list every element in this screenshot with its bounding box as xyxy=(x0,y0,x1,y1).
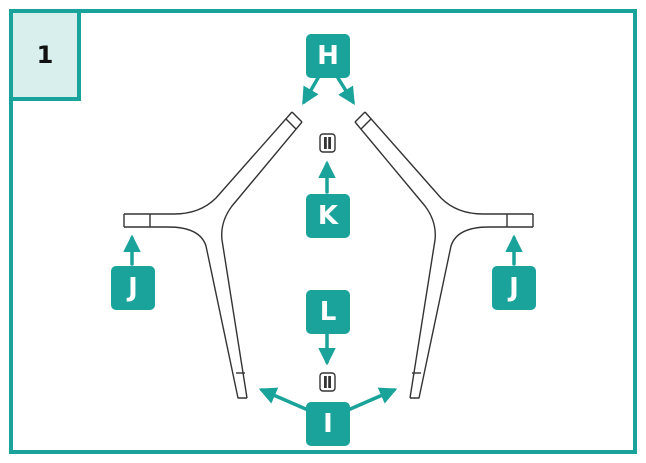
arrow-i-right xyxy=(346,387,398,412)
callout-j-left: J xyxy=(111,266,155,310)
callout-h: H xyxy=(306,34,350,78)
connector-l-part xyxy=(319,372,336,392)
left-leg-part xyxy=(123,111,303,399)
right-leg-part xyxy=(354,111,534,399)
step-number: 1 xyxy=(36,41,54,69)
step-number-box xyxy=(9,9,81,101)
callout-i: I xyxy=(306,402,350,446)
arrow-h-left xyxy=(302,76,320,106)
arrow-h-right xyxy=(336,76,355,105)
callout-j-right: J xyxy=(492,266,536,310)
callout-l: L xyxy=(306,290,350,334)
arrow-i-left xyxy=(258,387,310,412)
connector-k-part xyxy=(319,133,336,153)
callout-k: K xyxy=(306,194,350,238)
